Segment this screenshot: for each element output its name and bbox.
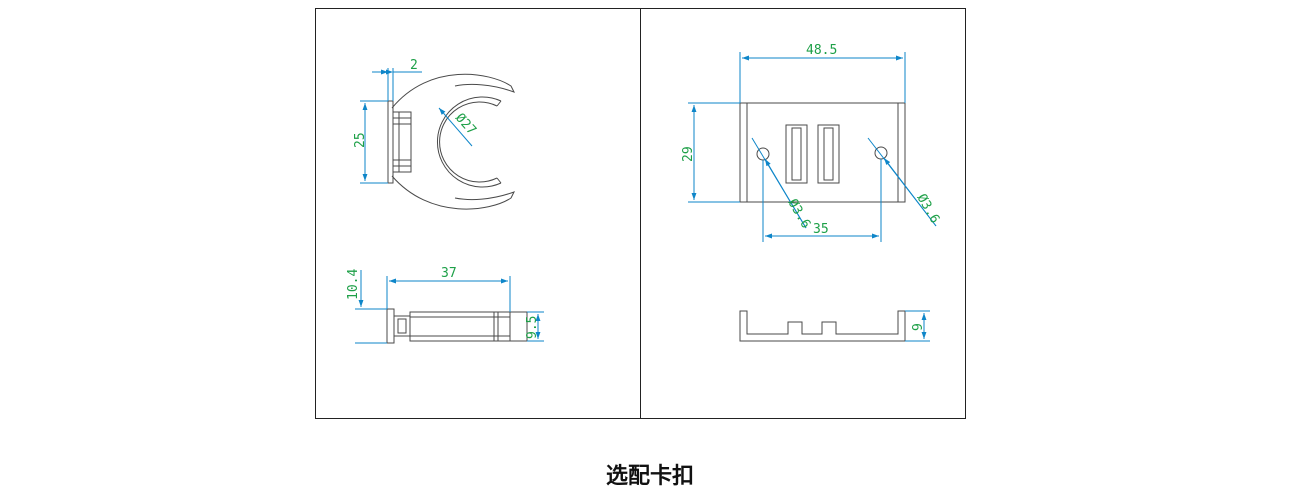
clip-front-view bbox=[387, 73, 516, 210]
dim-clip-side-height: 10.4 bbox=[346, 269, 361, 300]
dim-clip-side-length: 37 bbox=[441, 266, 457, 281]
dim-plate-side-height: 9 bbox=[911, 323, 926, 331]
dim-clip-height: 25 bbox=[353, 132, 368, 148]
plate-front-view bbox=[739, 102, 906, 203]
dim-clip-diameter: Ø27 bbox=[452, 111, 479, 138]
dimension-lines bbox=[355, 52, 937, 344]
dim-plate-width: 48.5 bbox=[806, 43, 837, 58]
dim-hole-spacing: 35 bbox=[813, 222, 829, 237]
clip-side-view bbox=[386, 308, 528, 344]
dim-clip-side-right: 9.5 bbox=[525, 316, 540, 339]
dim-hole-right: Ø3.6 bbox=[914, 192, 943, 227]
dim-clip-top-thickness: 2 bbox=[410, 58, 418, 73]
caption: 选配卡扣 bbox=[605, 464, 694, 489]
dim-plate-height: 29 bbox=[681, 146, 696, 162]
plate-side-view bbox=[739, 310, 906, 342]
